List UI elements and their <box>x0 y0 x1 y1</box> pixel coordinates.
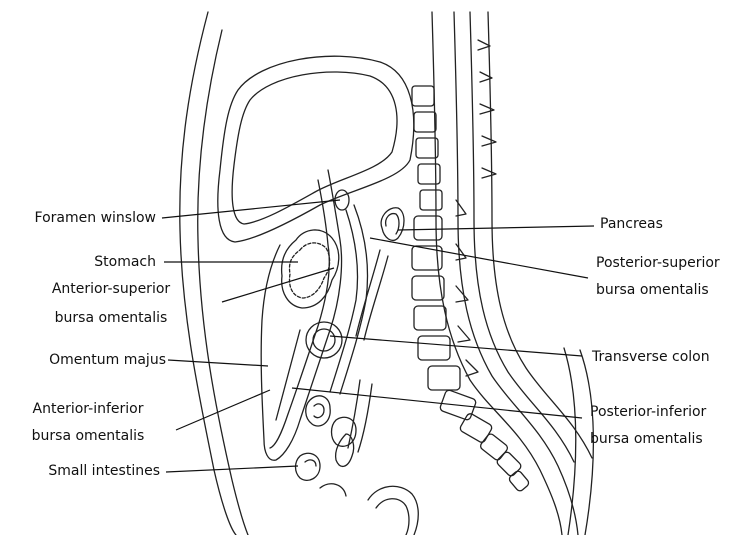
label-foramen-winslow: Foramen winslow <box>0 207 156 229</box>
leader-omentum-majus <box>168 360 268 366</box>
body-outline <box>180 12 594 535</box>
label-posterior-inferior-line1: Posterior-inferior <box>590 401 706 423</box>
leader-anterior-inferior <box>176 390 270 430</box>
leader-anterior-superior <box>222 268 334 302</box>
label-pancreas: Pancreas <box>600 213 663 235</box>
leader-pancreas <box>398 226 594 230</box>
leader-transverse-colon <box>330 336 582 356</box>
label-stomach: Stomach <box>0 251 156 273</box>
pancreas-shape <box>381 208 404 241</box>
label-omentum-majus: Omentum majus <box>0 349 166 371</box>
vertebrae <box>412 86 530 492</box>
leader-posterior-superior <box>370 238 588 278</box>
label-posterior-superior-line1: Posterior-superior <box>596 252 720 274</box>
label-anterior-inferior-line1: Anterior-inferior <box>0 398 176 420</box>
omentum-walls <box>261 170 388 460</box>
small-intestine-shapes <box>296 396 419 535</box>
leader-posterior-inferior <box>292 388 582 418</box>
label-anterior-inferior-line2: bursa omentalis <box>0 425 176 447</box>
label-anterior-superior-line2: bursa omentalis <box>0 307 222 329</box>
label-anterior-superior-line1: Anterior-superior <box>0 278 222 300</box>
label-small-intestines: Small intestines <box>0 460 160 482</box>
leader-lines <box>162 200 594 472</box>
leader-small-intestines <box>166 466 298 472</box>
label-transverse-colon: Transverse colon <box>592 346 710 368</box>
label-posterior-superior-line2: bursa omentalis <box>596 279 709 301</box>
transverse-colon-shape <box>306 322 342 358</box>
label-posterior-inferior-line2: bursa omentalis <box>590 428 703 450</box>
